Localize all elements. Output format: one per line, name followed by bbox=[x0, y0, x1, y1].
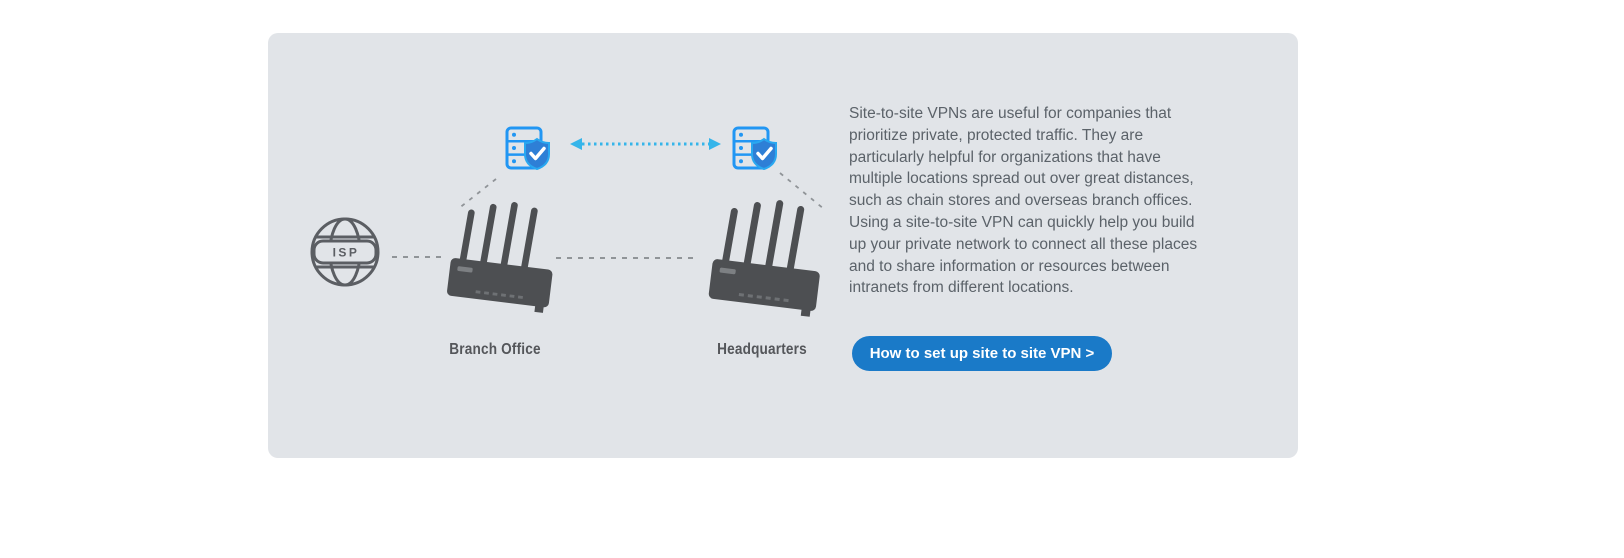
vpn-tunnel-arrow-icon bbox=[570, 138, 721, 150]
site-to-site-vpn-panel: ISP Branch Office Headquarters Site-to-s… bbox=[268, 33, 1298, 458]
isp-label: ISP bbox=[333, 246, 360, 260]
hq-router-icon bbox=[707, 199, 821, 318]
site-to-site-diagram: ISP bbox=[310, 126, 825, 318]
branch-office-label: Branch Office bbox=[449, 341, 541, 358]
dashed-line-branch-server-diagonal bbox=[457, 178, 497, 210]
hq-server-shield-icon bbox=[732, 126, 778, 171]
vpn-description-text: Site-to-site VPNs are useful for compani… bbox=[849, 105, 1198, 297]
headquarters-label: Headquarters bbox=[717, 341, 807, 358]
branch-server-shield-icon bbox=[505, 126, 551, 171]
branch-router-icon bbox=[445, 201, 553, 314]
dashed-line-hq-server-diagonal bbox=[779, 172, 825, 210]
how-to-set-up-vpn-button[interactable]: How to set up site to site VPN > bbox=[852, 336, 1112, 371]
globe-isp-icon: ISP bbox=[310, 217, 380, 287]
